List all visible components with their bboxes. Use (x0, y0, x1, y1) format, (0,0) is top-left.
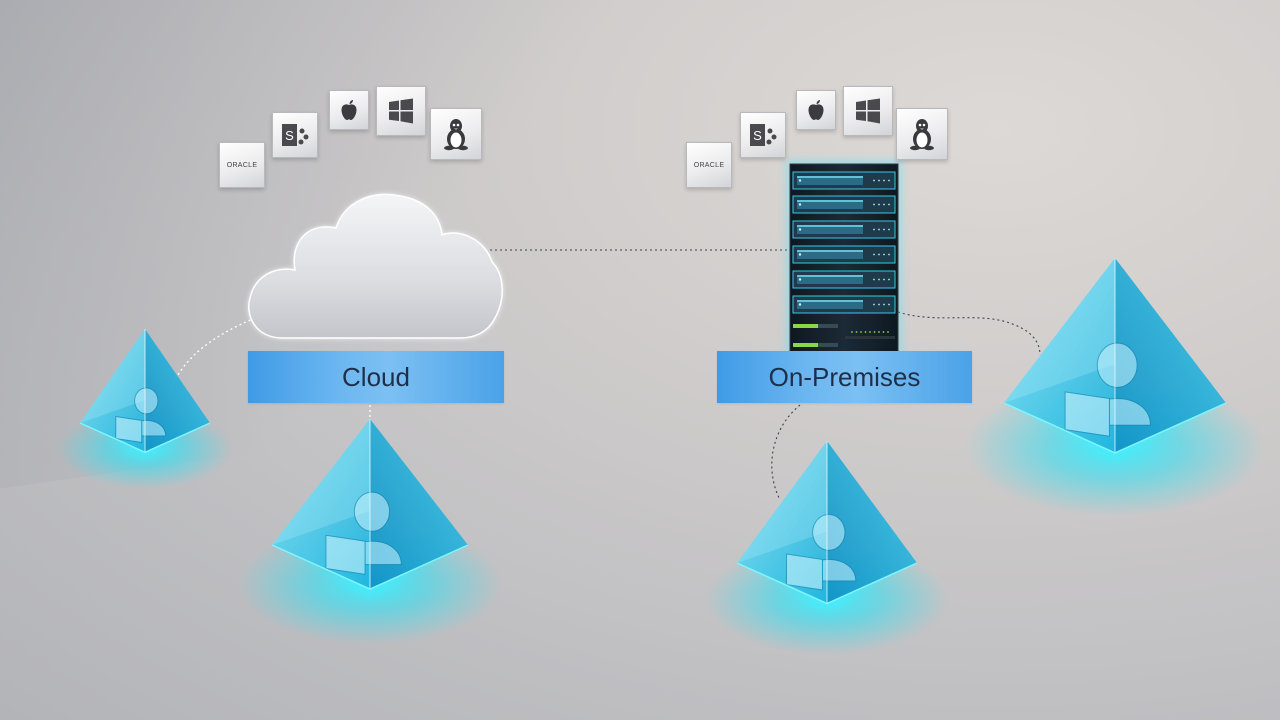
server-unit (792, 171, 896, 190)
user-pyramid (57, 329, 233, 490)
svg-text:S: S (285, 128, 294, 143)
sharepoint-icon: S (740, 112, 786, 158)
server-unit (792, 270, 896, 289)
linux-icon (896, 108, 948, 160)
user-pyramid (237, 419, 503, 645)
user-icon (786, 513, 857, 591)
windows-icon (376, 86, 426, 136)
on-premises-label-text: On-Premises (768, 361, 921, 392)
svg-text:S: S (753, 128, 762, 143)
oracle-icon: ORACLE (219, 142, 265, 188)
user-icon (1064, 342, 1152, 437)
user-pyramid (705, 441, 949, 655)
server-unit (792, 195, 896, 214)
server-unit (792, 295, 896, 314)
sharepoint-icon: S (272, 112, 318, 158)
server-unit (792, 220, 896, 239)
connector-lines (169, 247, 1041, 501)
cloud-label: Cloud (248, 351, 504, 403)
on-premises-label: On-Premises (717, 351, 972, 403)
cloud-shape (248, 193, 503, 339)
cloud-label-text: Cloud (342, 361, 410, 392)
server-unit (792, 245, 896, 264)
user-icon (115, 387, 167, 444)
server-rack (786, 160, 902, 360)
oracle-icon: ORACLE (686, 142, 732, 188)
apple-icon (796, 90, 836, 130)
linux-icon (430, 108, 482, 160)
user-icon (325, 491, 402, 575)
windows-icon (843, 86, 893, 136)
server-drive (793, 324, 895, 339)
apple-icon (329, 90, 369, 130)
user-pyramid (965, 258, 1265, 517)
